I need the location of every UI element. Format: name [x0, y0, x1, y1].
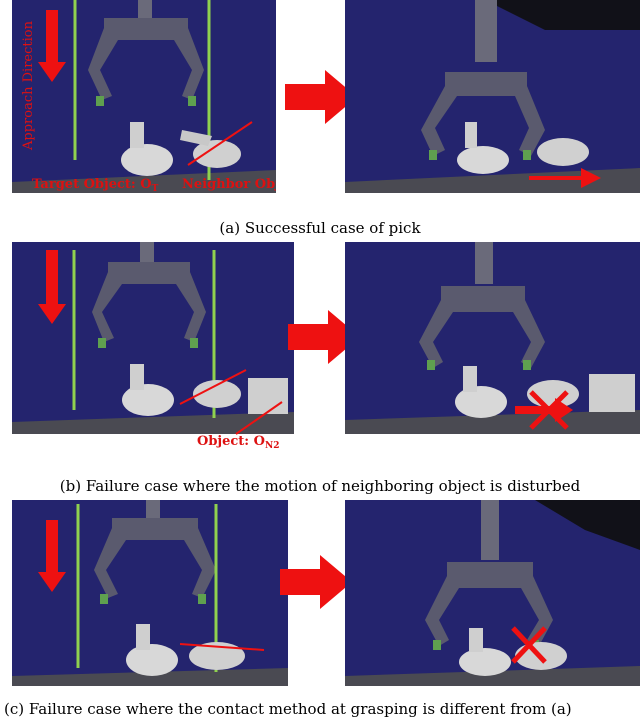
panel-a-left: Approach Direction Target Object: OT Nei… [12, 0, 276, 193]
panel-b-left: Object: ON2 [12, 242, 294, 448]
panel-a-right [345, 0, 640, 193]
panel-c-right [345, 500, 640, 686]
caption-c: (c) Failure case where the contact metho… [4, 700, 572, 718]
svg-text:Neighbor Object: ON1: Neighbor Object: ON1 [182, 177, 276, 193]
caption-a: (a) Successful case of pick [219, 219, 421, 237]
caption-b: (b) Failure case where the motion of nei… [59, 477, 581, 495]
transition-arrow-b [288, 310, 360, 364]
svg-text:Target Object: OT: Target Object: OT [32, 177, 159, 193]
svg-text:Object: ON2: Object: ON2 [197, 434, 279, 448]
approach-direction-label: Approach Direction [21, 20, 36, 151]
panel-c-left [12, 500, 288, 686]
target-object-label: Target Object: O [32, 177, 152, 192]
transition-arrow-a [285, 70, 357, 124]
neighbor-object-label: Neighbor Object: O [182, 177, 276, 192]
panel-b-right [345, 242, 640, 434]
object-n2-label: Object: O [197, 434, 265, 448]
transition-arrow-c [280, 555, 352, 609]
